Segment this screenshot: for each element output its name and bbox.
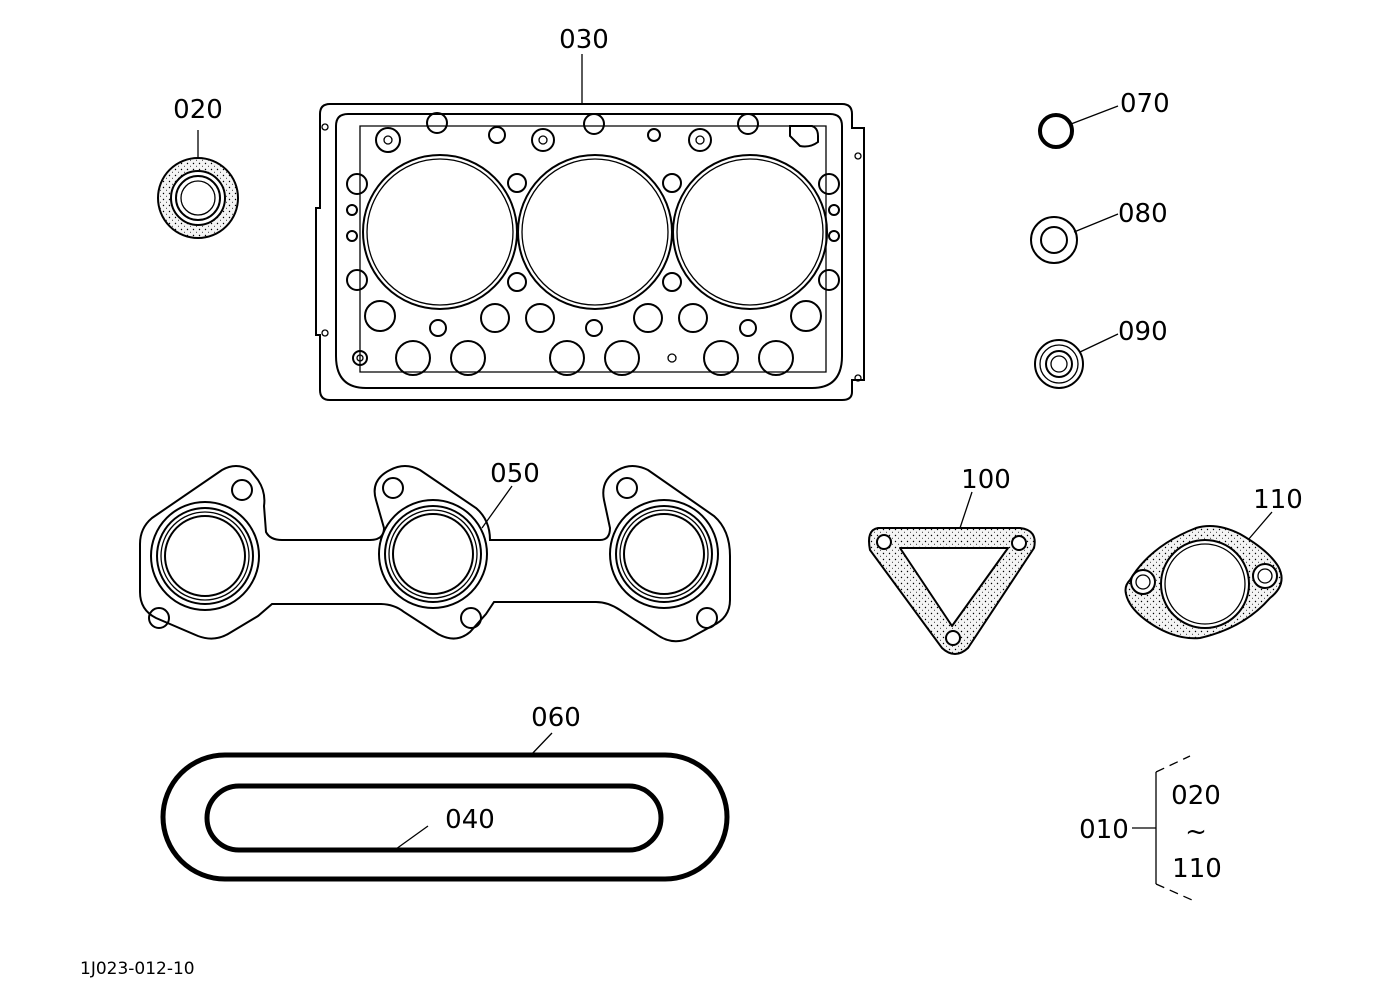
part-010-kit-bracket [1132,755,1193,901]
label-090: 090 [1118,317,1168,347]
part-040-inner-gasket [204,783,664,853]
part-020-seal [157,130,239,239]
label-060: 060 [531,703,581,733]
part-110-flange-gasket [1124,511,1283,640]
label-range-sep: ~ [1185,817,1207,847]
part-060-cover-gasket [160,732,730,882]
label-range-from: 020 [1171,781,1221,811]
label-040: 040 [445,805,495,835]
label-100: 100 [961,465,1011,495]
part-030-head-gasket [315,54,865,401]
part-050-manifold-gasket [139,465,731,643]
part-090-valve-seal [1034,333,1119,389]
part-080-washer [1030,213,1119,264]
part-070-o-ring [1038,105,1119,149]
label-050: 050 [490,459,540,489]
label-030: 030 [559,25,609,55]
label-070: 070 [1120,89,1170,119]
label-range-to: 110 [1172,854,1222,884]
part-100-triangle-gasket [868,491,1036,655]
drawing-code: 1J023-012-10 [80,959,195,979]
label-110: 110 [1253,485,1303,515]
label-010: 010 [1079,815,1129,845]
label-020: 020 [173,95,223,125]
label-080: 080 [1118,199,1168,229]
